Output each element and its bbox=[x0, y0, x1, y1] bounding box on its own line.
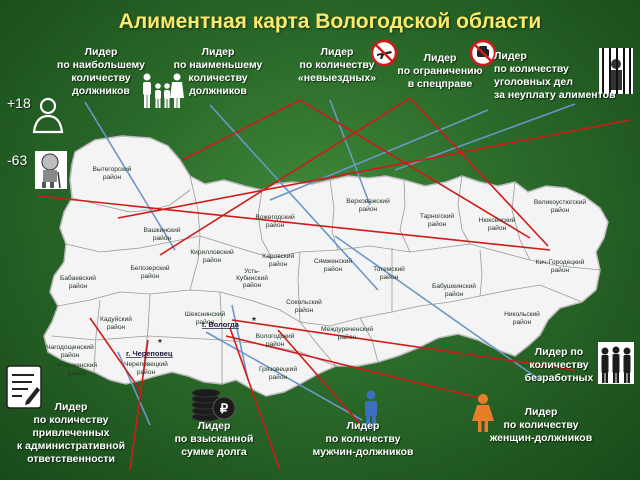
stat-plus: +18 bbox=[7, 95, 31, 111]
no-airplane-sign-icon bbox=[371, 40, 397, 66]
blue-connectors bbox=[84, 99, 576, 426]
page-title: Алиментная карта Вологодской области bbox=[118, 10, 542, 33]
svg-text:г. Вологда: г. Вологда bbox=[202, 320, 240, 329]
man-blue-icon bbox=[365, 390, 377, 429]
no-car-sign-icon bbox=[470, 40, 496, 66]
svg-text:*: * bbox=[252, 316, 256, 327]
svg-text:₽: ₽ bbox=[220, 401, 229, 416]
man-silhouette-icon bbox=[32, 97, 64, 134]
svg-text:*: * bbox=[158, 338, 162, 349]
svg-text:г. Череповец: г. Череповец bbox=[126, 349, 173, 358]
three-men-icon bbox=[598, 342, 634, 384]
city-cherepovets: * г. Череповец bbox=[126, 338, 173, 358]
coin-stack-ruble-icon: ₽ bbox=[191, 388, 236, 422]
red-connectors bbox=[37, 97, 631, 471]
document-with-pen-icon bbox=[6, 365, 42, 409]
city-vologda: * г. Вологда bbox=[202, 316, 256, 329]
elderly-person-icon bbox=[35, 151, 67, 189]
district-borders bbox=[51, 175, 601, 384]
woman-silhouette-icon bbox=[472, 394, 494, 432]
stat-minus: -63 bbox=[7, 152, 28, 168]
prison-bars-icon bbox=[599, 48, 633, 94]
parents-with-children-icon bbox=[143, 73, 184, 108]
